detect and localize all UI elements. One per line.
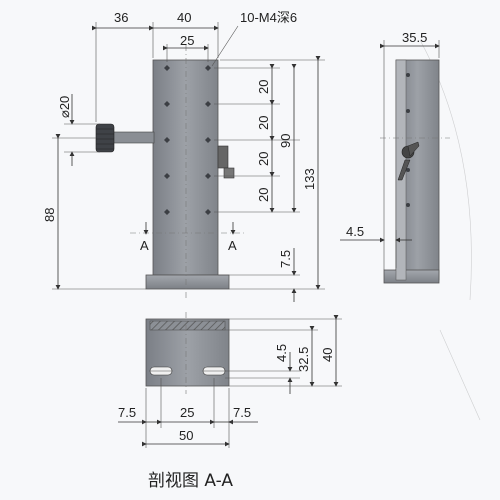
side-foot <box>383 269 440 284</box>
section-hatch <box>149 320 226 331</box>
dim-50: 50 <box>179 428 193 443</box>
dim-40-section: 40 <box>320 348 335 362</box>
mounting-holes <box>164 65 211 215</box>
dim-20-b: 20 <box>256 116 271 130</box>
dim-20-c: 20 <box>256 152 271 166</box>
dim-4-5-section: 4.5 <box>274 344 289 362</box>
dim-phi20-label: ⌀20 <box>57 96 72 118</box>
dim-88-label: 88 <box>42 208 57 222</box>
dim-25-section: 25 <box>180 405 194 420</box>
dim-phi20: ⌀20 <box>57 94 100 166</box>
dim-right-stack: 20 20 20 20 90 133 7.5 <box>214 56 325 302</box>
section-a-left: A <box>140 238 149 253</box>
dim-top: 36 40 25 10-M4深6 <box>92 10 297 122</box>
front-view: 36 40 25 10-M4深6 ⌀20 88 A <box>42 10 325 302</box>
section-markers: A A <box>140 222 237 253</box>
dim-32-5: 32.5 <box>296 347 311 372</box>
dim-90: 90 <box>278 134 293 148</box>
front-block <box>152 59 219 276</box>
dim-20-d: 20 <box>256 188 271 202</box>
section-view: 4.5 32.5 40 7.5 25 7.5 50 <box>118 312 342 448</box>
dim-7-5-right: 7.5 <box>233 405 251 420</box>
side-view: 35.5 4.5 <box>340 30 450 284</box>
dim-25-top: 25 <box>180 33 194 48</box>
front-base <box>145 274 230 290</box>
section-a-right: A <box>228 238 237 253</box>
dim-4-5-side: 4.5 <box>346 224 364 239</box>
dim-20-a: 20 <box>256 80 271 94</box>
dim-36: 36 <box>114 10 128 25</box>
section-caption: 剖视图 A-A <box>148 471 234 491</box>
lock-lever <box>217 145 229 169</box>
holes-note: 10-M4深6 <box>240 10 297 25</box>
dim-35-5: 35.5 <box>402 30 427 45</box>
dim-133: 133 <box>302 168 317 190</box>
dim-40-top: 40 <box>177 10 191 25</box>
dim-88: 88 <box>42 134 146 290</box>
side-lock-handle <box>397 141 420 181</box>
adjustment-knob <box>95 123 155 153</box>
dim-7-5-front: 7.5 <box>278 250 293 268</box>
dim-7-5-left: 7.5 <box>118 405 136 420</box>
